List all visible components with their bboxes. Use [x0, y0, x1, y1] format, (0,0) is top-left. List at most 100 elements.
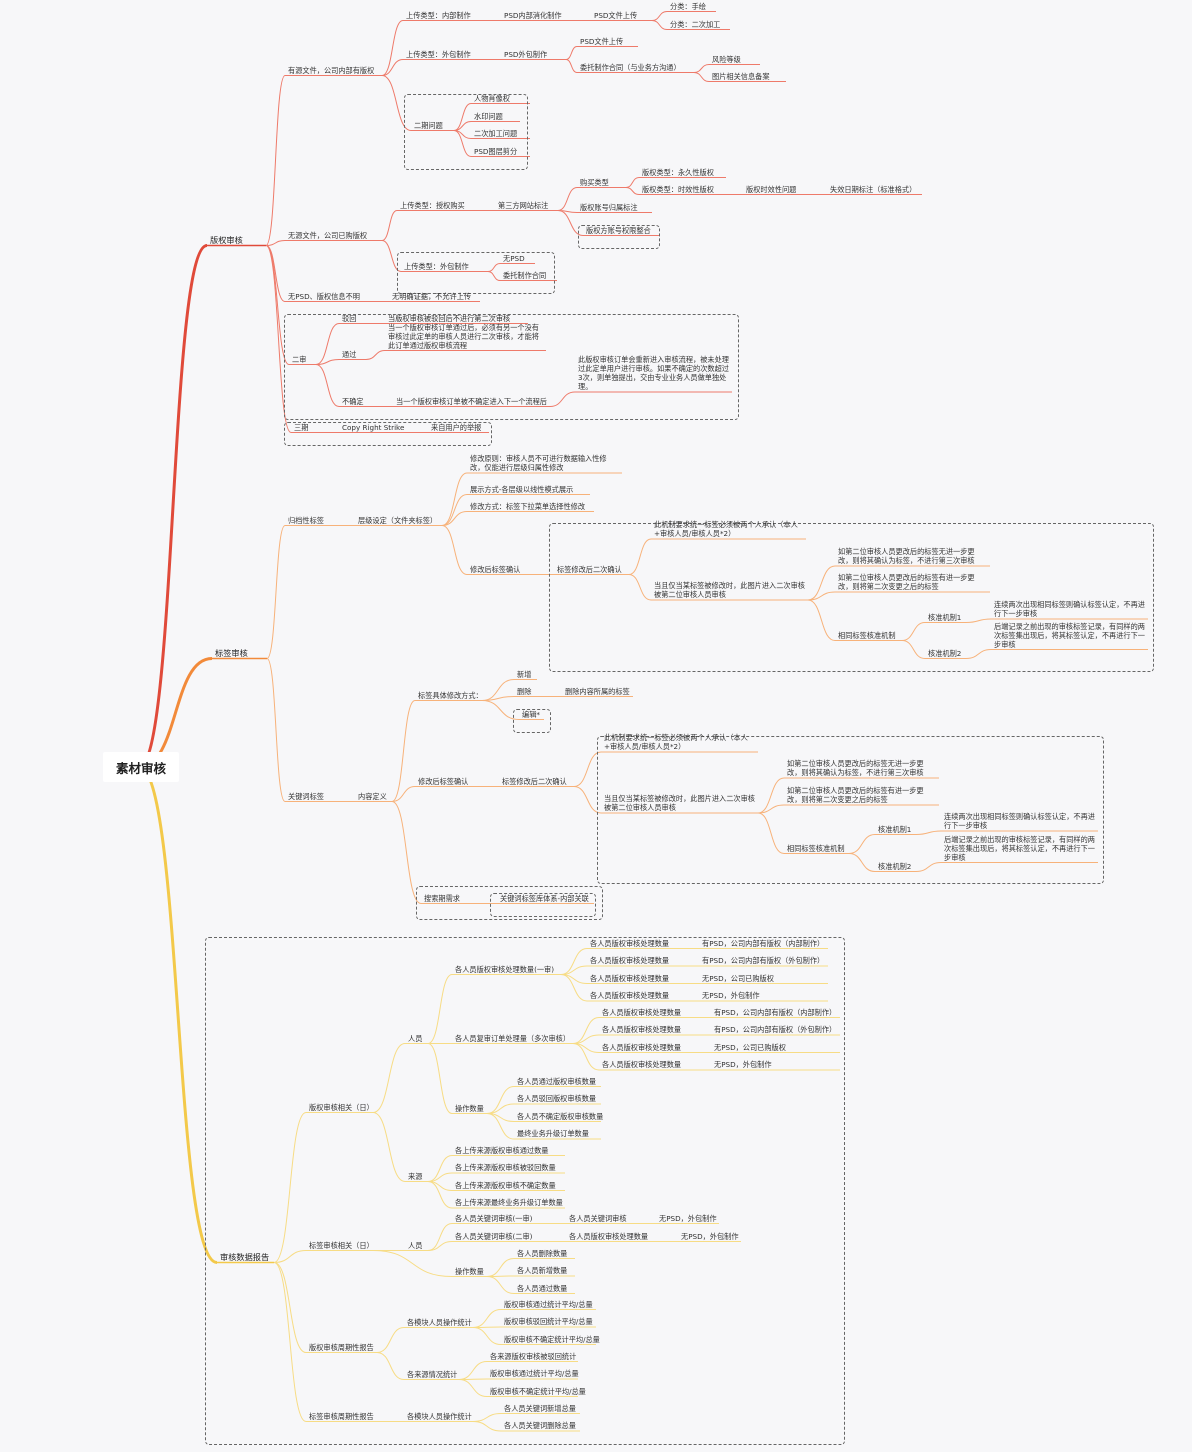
node-c1[interactable]: 有源文件，公司内部有版权: [288, 65, 375, 75]
node-t212121[interactable]: 如第二位审核人员更改后的标签无进一步更改，则将其确认为标签，不进行第三次审核: [787, 759, 924, 777]
node-c222[interactable]: 委托制作合同: [503, 270, 547, 280]
node-r21111[interactable]: 无PSD，外包制作: [659, 1213, 717, 1223]
node-r312[interactable]: 版权审核不确定统计平均/总量: [504, 1334, 600, 1344]
node-r1133[interactable]: 最终业务升级订单数量: [517, 1129, 589, 1138]
node-c5[interactable]: 三期: [294, 422, 309, 432]
node-r32[interactable]: 各来源情况统计: [407, 1369, 458, 1379]
node-c511[interactable]: 来自用户的举报: [431, 422, 482, 432]
node-c2113[interactable]: 版权方账号权限整合: [586, 225, 651, 235]
node-c132[interactable]: 水印问题: [474, 111, 503, 121]
node-c1212[interactable]: 委托制作合同（与业务方沟通）: [580, 62, 681, 72]
node-c211[interactable]: 第三方网站标注: [498, 200, 549, 210]
node-c21111[interactable]: 版权类型：永久性版权: [642, 167, 714, 177]
node-r111a3[interactable]: 各人员版权审核处理数量: [590, 991, 670, 1000]
node-c431[interactable]: 当一个版权审核订单被不确定进入下一个流程后: [396, 396, 547, 406]
node-r112a1[interactable]: 各人员版权审核处理数量: [602, 1025, 682, 1034]
node-r21211[interactable]: 无PSD，外包制作: [681, 1231, 739, 1241]
node-t114121[interactable]: 如第二位审核人员更改后的标签无进一步更改，则将其确认为标签，不进行第三次审核: [838, 547, 975, 565]
node-c31[interactable]: 无明确证据，不允许上传: [392, 291, 472, 301]
node-c421[interactable]: 当一个版权审核订单通过后，必须有另一个没有审核过此定单的审核人员进行二次审核，才…: [388, 322, 539, 350]
node-c1211[interactable]: PSD文件上传: [580, 36, 624, 46]
node-c12121[interactable]: 风险等级: [712, 54, 741, 64]
node-r121[interactable]: 各上传来源版权审核被驳回数量: [455, 1163, 556, 1172]
node-r111b1[interactable]: 有PSD，公司内部有版权（外包制作）: [702, 956, 825, 965]
node-t1141232[interactable]: 核准机制2: [928, 648, 962, 658]
node-c13[interactable]: 二期问题: [414, 120, 443, 130]
node-t2112[interactable]: 删除: [517, 686, 532, 696]
node-t113[interactable]: 修改方式：标签下拉菜单选择性修改: [470, 501, 586, 511]
node-r212[interactable]: 各人员关键词审核(二审): [455, 1231, 533, 1241]
node-t2131[interactable]: 关键词标签库体系-内部关联: [500, 893, 589, 903]
node-r221[interactable]: 各人员新增数量: [517, 1266, 568, 1275]
node-t21121[interactable]: 删除内容所属的标签: [565, 686, 630, 696]
node-r[interactable]: 审核数据报告: [220, 1251, 270, 1262]
node-t2121[interactable]: 标签修改后二次确认: [502, 776, 567, 786]
node-r12[interactable]: 来源: [408, 1171, 423, 1181]
node-t114123[interactable]: 相同标签核准机制: [838, 630, 896, 640]
node-t21211[interactable]: 此机制要求统一标签必须被两个人承认（本人+审核人员/审核人员*2）: [604, 733, 748, 751]
node-t11[interactable]: 层级设定（文件夹标签）: [358, 515, 438, 525]
node-c134[interactable]: PSD图层剪分: [474, 146, 518, 156]
node-t2121231[interactable]: 核准机制1: [878, 824, 912, 834]
node-r410[interactable]: 各人员关键词新增总量: [504, 1403, 576, 1413]
node-t2111[interactable]: 新增: [517, 669, 532, 679]
node-r21[interactable]: 人员: [408, 1240, 423, 1250]
node-t11412[interactable]: 当且仅当某标签被修改时，此图片进入二次审核被第二位审核人员审核: [654, 581, 805, 599]
node-t2[interactable]: 关键词标签: [288, 791, 324, 801]
node-c2111[interactable]: 购买类型: [580, 177, 609, 187]
node-r1130[interactable]: 各人员通过版权审核数量: [517, 1076, 597, 1086]
node-c2112[interactable]: 版权账号归属标注: [580, 202, 638, 212]
node-r112a3[interactable]: 各人员版权审核处理数量: [602, 1060, 682, 1069]
node-c133[interactable]: 二次加工问题: [474, 128, 518, 138]
node-t11411[interactable]: 此机制要求统一标签必须被两个人承认（本人+审核人员/审核人员*2）: [654, 520, 798, 538]
node-r4[interactable]: 标签审核周期性报告: [309, 1411, 374, 1421]
node-t213[interactable]: 搜索期需求: [424, 893, 460, 903]
node-c11111[interactable]: 分类：手绘: [670, 1, 706, 11]
node-t1[interactable]: 归档性标签: [288, 515, 324, 525]
node-r22[interactable]: 操作数量: [455, 1266, 484, 1276]
root-node[interactable]: 素材审核: [103, 752, 179, 782]
node-c131[interactable]: 人物肖像权: [474, 93, 510, 103]
node-c22[interactable]: 上传类型：外包制作: [404, 261, 469, 271]
node-r2111[interactable]: 各人员关键词审核: [569, 1213, 627, 1223]
node-r220[interactable]: 各人员删除数量: [517, 1248, 568, 1258]
node-r112b0[interactable]: 有PSD，公司内部有版权（内部制作）: [714, 1007, 837, 1017]
node-r111b0[interactable]: 有PSD，公司内部有版权（内部制作）: [702, 938, 825, 948]
node-r111[interactable]: 各人员版权审核处理数量(一审): [455, 964, 555, 974]
node-r111a0[interactable]: 各人员版权审核处理数量: [590, 938, 670, 948]
node-r112b3[interactable]: 无PSD，外包制作: [714, 1060, 772, 1069]
node-r31[interactable]: 各模块人员操作统计: [407, 1317, 472, 1327]
node-t212122[interactable]: 如第二位审核人员更改后的标签有进一步更改，则将第二次变更之后的标签: [787, 786, 924, 804]
node-r320[interactable]: 各来源版权审核被驳回统计: [490, 1351, 577, 1361]
node-t1141231[interactable]: 核准机制1: [928, 612, 962, 622]
node-t111[interactable]: 修改原则：审核人员不可进行数据输入性修改，仅能进行层级归属性修改: [470, 454, 607, 472]
node-r310[interactable]: 版权审核通过统计平均/总量: [504, 1299, 593, 1309]
node-r41[interactable]: 各模块人员操作统计: [407, 1411, 472, 1421]
node-r111a1[interactable]: 各人员版权审核处理数量: [590, 956, 670, 965]
node-r211[interactable]: 各人员关键词审核(一审): [455, 1213, 533, 1223]
node-r112[interactable]: 各人员复审订单处理量（多次审核）: [455, 1033, 571, 1043]
node-r112a2[interactable]: 各人员版权审核处理数量: [602, 1042, 682, 1052]
node-t211[interactable]: 标签具体修改方式：: [418, 690, 483, 700]
node-t212123[interactable]: 相同标签核准机制: [787, 843, 845, 853]
node-c1111[interactable]: PSD文件上传: [594, 10, 638, 20]
node-c4[interactable]: 二审: [292, 354, 307, 364]
node-c11112[interactable]: 分类：二次加工: [670, 19, 721, 29]
node-r311[interactable]: 版权审核驳回统计平均/总量: [504, 1317, 593, 1326]
node-t21212321[interactable]: 后端记录之前出现的审核标签记录，有同样的两次标签集出现后，将其标签认定，不再进行…: [944, 834, 1095, 862]
node-c[interactable]: 版权审核: [210, 234, 243, 245]
node-r112a0[interactable]: 各人员版权审核处理数量: [602, 1007, 682, 1017]
node-r2121[interactable]: 各人员版权审核处理数量: [569, 1231, 649, 1241]
node-r1131[interactable]: 各人员驳回版权审核数量: [517, 1094, 597, 1103]
node-c21112[interactable]: 版权类型：时效性版权: [642, 184, 714, 194]
node-r122[interactable]: 各上传来源版权审核不确定数量: [455, 1180, 556, 1190]
node-t21212311[interactable]: 连续两次出现相同标签则确认标签认定，不再进行下一步审核: [944, 812, 1095, 830]
node-t11412321[interactable]: 后端记录之前出现的审核标签记录，有同样的两次标签集出现后，将其标签认定，不再进行…: [994, 621, 1145, 649]
node-t2121232[interactable]: 核准机制2: [878, 861, 912, 871]
node-r123[interactable]: 各上传来源最终业务升级订单数量: [455, 1198, 563, 1207]
node-t114[interactable]: 修改后标签确认: [470, 564, 521, 574]
node-r120[interactable]: 各上传来源版权审核通过数量: [455, 1145, 549, 1155]
node-c121[interactable]: PSD外包制作: [504, 49, 548, 59]
node-r111b3[interactable]: 无PSD，外包制作: [702, 991, 760, 1000]
node-c12122[interactable]: 图片相关信息备案: [712, 71, 770, 81]
